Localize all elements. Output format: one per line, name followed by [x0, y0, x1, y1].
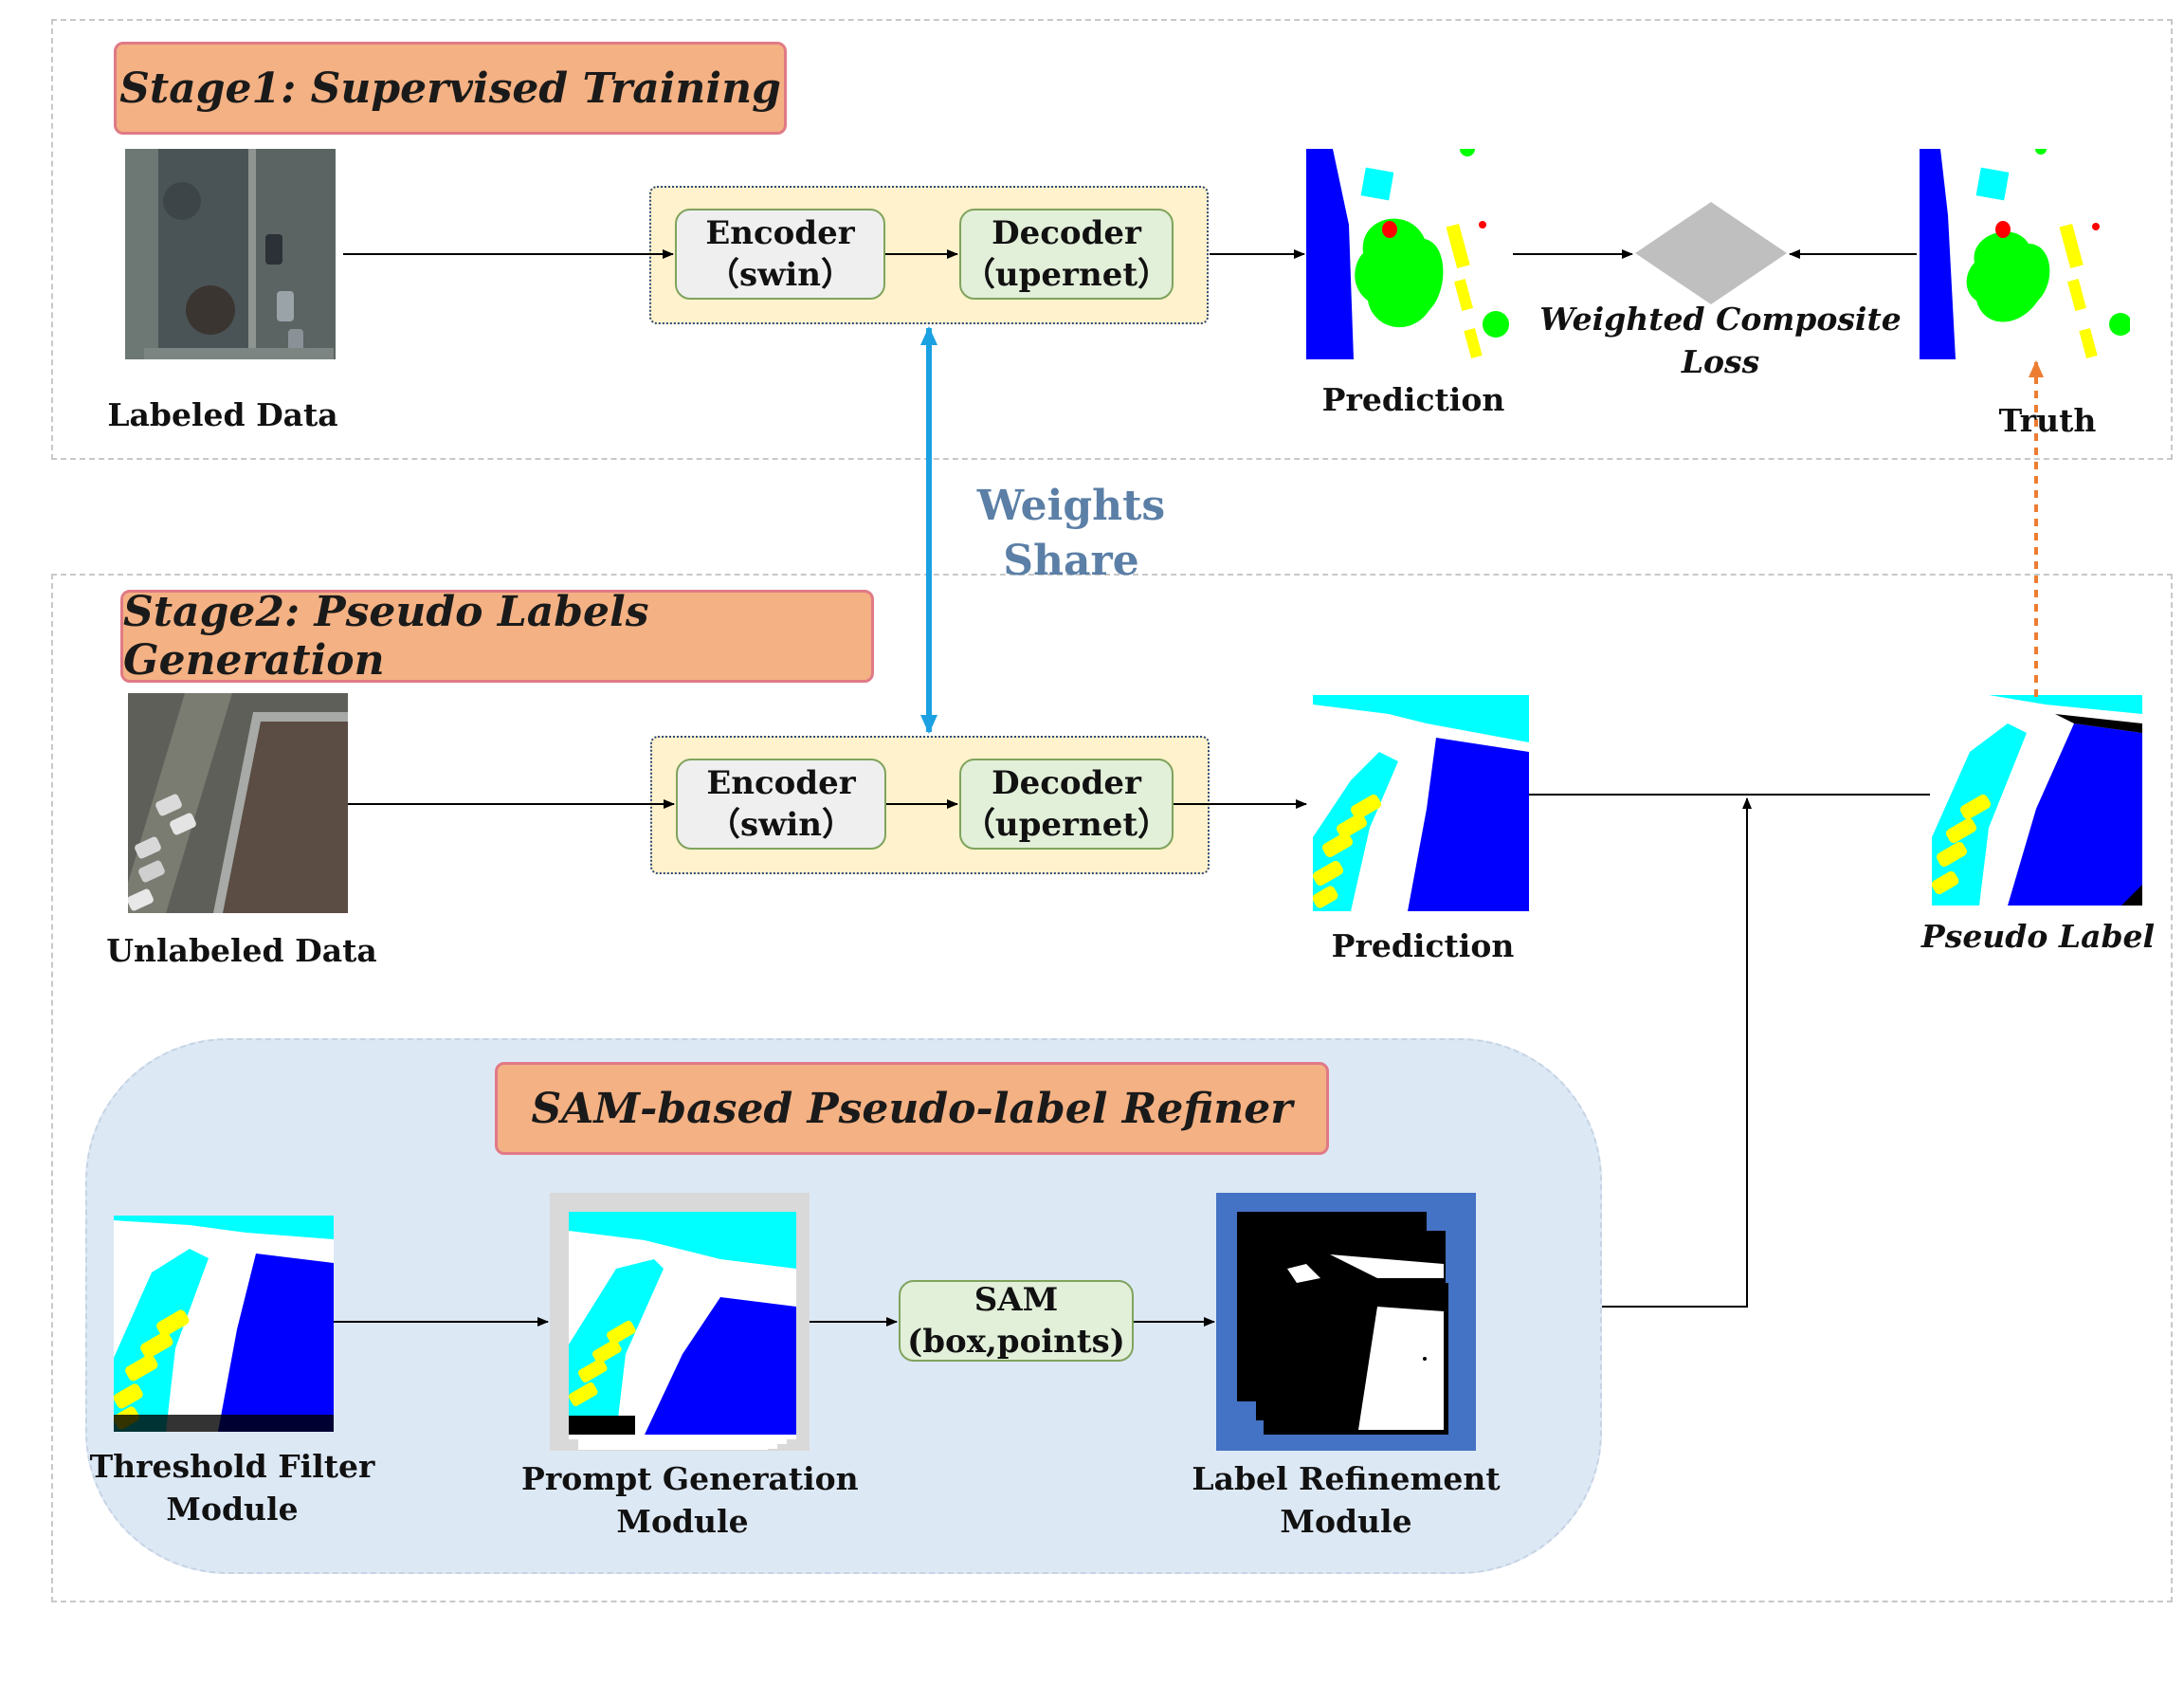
sam-box: SAM (box,points) [899, 1280, 1134, 1362]
sam-name: SAM [974, 1280, 1059, 1319]
threshold-filter-label: Threshold Filter Module [81, 1446, 384, 1530]
threshold-filter-line2: Module [166, 1490, 299, 1528]
pseudo-label-image [1932, 695, 2142, 906]
stage2-encoder-name: Encoder [706, 763, 856, 802]
stage2-encoder: Encoder （swin） [676, 759, 886, 850]
label-refinement-line1: Label Refinement [1192, 1460, 1501, 1497]
label-refinement-image [1216, 1193, 1476, 1451]
prompt-generation-line1: Prompt Generation [521, 1460, 859, 1497]
label-refinement-line2: Module [1280, 1502, 1412, 1540]
stage1-decoder: Decoder （upernet） [959, 209, 1174, 300]
truth-label: Truth [1998, 402, 2097, 439]
stage1-container [51, 19, 2173, 460]
stage1-prediction-label: Prediction [1321, 381, 1505, 418]
stage1-encoder-name: Encoder [705, 213, 855, 252]
stage2-encoder-backbone: （swin） [707, 806, 855, 844]
stage1-decoder-head: （upernet） [962, 256, 1171, 294]
stage2-decoder-head: （upernet） [962, 806, 1171, 844]
pseudo-label-label: Pseudo Label [1920, 918, 2156, 955]
prompt-generation-label: Prompt Generation Module [521, 1458, 859, 1543]
labeled-data-image [125, 149, 336, 359]
prompt-generation-image [550, 1193, 810, 1451]
stage1-decoder-name: Decoder [992, 213, 1141, 252]
threshold-filter-image [114, 1216, 334, 1432]
stage2-title: Stage2: Pseudo Labels Generation [120, 588, 874, 685]
loss-diamond [1635, 202, 1787, 304]
stage2-decoder-name: Decoder [992, 763, 1141, 802]
unlabeled-data-image [128, 693, 348, 913]
weights-share-line2: Share [1003, 537, 1139, 586]
stage1-title: Stage1: Supervised Training [114, 42, 787, 135]
label-refinement-label: Label Refinement Module [1190, 1458, 1502, 1543]
stage2-container [51, 574, 2173, 1602]
stage2-prediction-image [1313, 695, 1529, 911]
weights-share-label: Weights Share [957, 479, 1185, 589]
threshold-filter-line1: Threshold Filter [89, 1448, 375, 1485]
stage2-decoder: Decoder （upernet） [959, 759, 1174, 850]
loss-label: Weighted Composite Loss [1539, 301, 1902, 380]
labeled-data-label: Labeled Data [107, 396, 338, 433]
stage2-prediction-label: Prediction [1331, 927, 1515, 964]
refiner-title: SAM-based Pseudo-label Refiner [495, 1062, 1329, 1155]
unlabeled-data-label: Unlabeled Data [106, 932, 377, 969]
weights-share-line1: Weights [976, 482, 1166, 530]
stage1-prediction-image [1306, 149, 1517, 359]
sam-prompts: (box,points) [907, 1323, 1125, 1361]
stage1-encoder-backbone: （swin） [706, 256, 854, 294]
stage1-encoder: Encoder （swin） [675, 209, 885, 300]
truth-image [1920, 149, 2130, 359]
prompt-generation-line2: Module [616, 1502, 749, 1540]
